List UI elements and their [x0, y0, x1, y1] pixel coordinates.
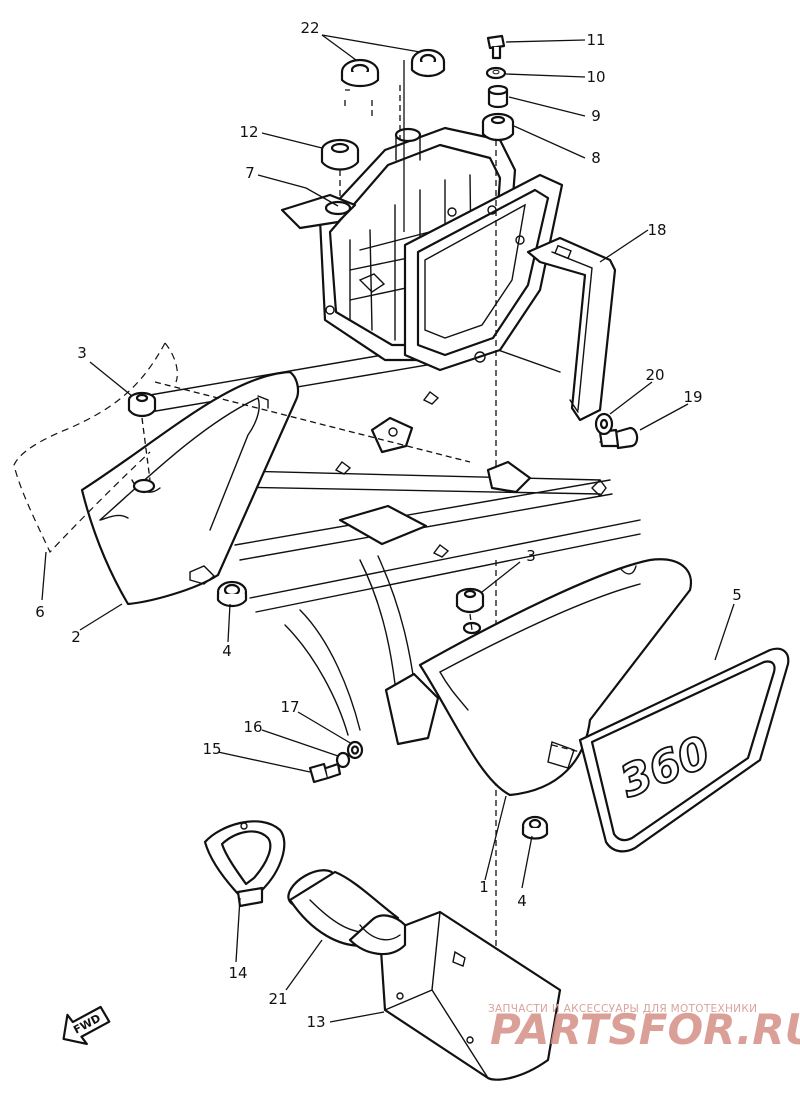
grommet-22-right	[410, 48, 446, 78]
washer-16	[335, 751, 351, 769]
callout-20: 20	[645, 366, 664, 384]
callout-15: 15	[202, 740, 221, 758]
callout-5: 5	[732, 586, 742, 604]
bracket-14	[203, 820, 286, 908]
callout-7: 7	[245, 164, 255, 182]
left-side-cover	[80, 370, 300, 606]
washer-20	[594, 412, 614, 436]
callout-22: 22	[300, 19, 319, 37]
air-filter-cover	[403, 173, 564, 372]
bolt-11	[486, 34, 506, 60]
side-panel-6	[13, 342, 178, 554]
watermark-caption: ЗАПЧАСТИ И АКСЕССУАРЫ ДЛЯ МОТОТЕХНИКИ	[488, 1003, 757, 1015]
emblem-plate: 360	[578, 647, 790, 853]
callout-2: 2	[71, 628, 81, 646]
callout-18: 18	[647, 221, 666, 239]
callout-19: 19	[683, 388, 702, 406]
grommet-12	[320, 138, 360, 171]
watermark-brand: PARTSFOR.RU	[490, 1005, 800, 1054]
grommet-4-right	[521, 815, 549, 840]
grommet-3-left	[127, 391, 157, 418]
leader-lines	[41, 34, 735, 1023]
callout-12: 12	[239, 123, 258, 141]
grommet-4-left	[216, 580, 248, 608]
callout-4-left: 4	[222, 642, 232, 660]
forward-direction-arrow: FWD	[62, 1005, 111, 1046]
silencer-13	[378, 910, 562, 1081]
washer-17	[346, 740, 364, 760]
washer-10	[485, 66, 507, 80]
callout-labels: 22 11 10 9 12 8 7 18 3 20 19 3 5 6 2 4 1…	[35, 19, 742, 1031]
watermark: ЗАПЧАСТИ И АКСЕССУАРЫ ДЛЯ МОТОТЕХНИКИ PA…	[488, 1003, 800, 1054]
grommet-3-right	[455, 587, 485, 614]
grommet-22-left	[340, 58, 380, 88]
callout-1: 1	[479, 878, 489, 896]
grommet-8	[481, 112, 515, 142]
callout-17: 17	[280, 698, 299, 716]
callout-13: 13	[306, 1013, 325, 1031]
frame	[149, 339, 641, 746]
callout-4-right: 4	[517, 892, 527, 910]
callout-9: 9	[591, 107, 601, 125]
band-18	[526, 236, 617, 422]
callout-8: 8	[591, 149, 601, 167]
callout-16: 16	[243, 718, 262, 736]
callout-3-right: 3	[526, 547, 536, 565]
callout-3-left: 3	[77, 344, 87, 362]
callout-10: 10	[586, 68, 605, 86]
callout-6: 6	[35, 603, 45, 621]
callout-11: 11	[586, 31, 605, 49]
callout-14: 14	[228, 964, 247, 982]
callout-21: 21	[268, 990, 287, 1008]
bolt-15	[308, 762, 342, 784]
collar-9	[487, 84, 509, 109]
intake-duct-21	[287, 869, 407, 956]
